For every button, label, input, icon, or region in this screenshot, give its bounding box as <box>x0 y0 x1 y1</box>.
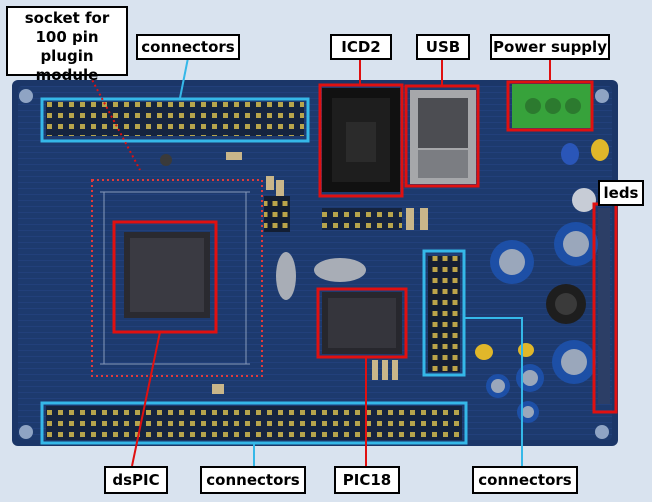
label-connectors-right: connectors <box>472 466 578 494</box>
transistor <box>160 154 172 166</box>
small-components <box>212 152 428 394</box>
label-leds: leds <box>598 180 644 206</box>
highlight-pic18 <box>316 287 408 359</box>
bottom-header-pins <box>46 406 462 440</box>
top-header-pins <box>46 102 304 136</box>
highlight-connectors-top <box>40 97 310 143</box>
socket-leads <box>100 191 250 365</box>
crystal <box>276 252 296 300</box>
label-connectors-bottom: connectors <box>200 466 306 494</box>
leader-dspic <box>131 331 161 467</box>
highlight-dspic <box>112 220 218 334</box>
icd2-connector-icon <box>322 88 400 192</box>
label-dspic: dsPIC <box>104 466 168 494</box>
usb-connector-icon <box>410 90 476 184</box>
leader-connectors-right <box>464 317 523 466</box>
label-usb: USB <box>416 34 470 60</box>
capacitor-icon <box>486 188 598 423</box>
right-header-pins <box>428 256 460 372</box>
leader-connectors-top <box>179 57 189 99</box>
label-connectors-top: connectors <box>136 34 240 60</box>
small-header-pins-2 <box>264 196 290 232</box>
highlight-connectors-right <box>422 249 466 377</box>
blue-capacitor <box>561 143 579 165</box>
leds-strip <box>598 208 610 404</box>
small-header-pins <box>322 208 402 230</box>
dspic-chip-icon <box>124 232 210 318</box>
label-pic18: PIC18 <box>334 466 400 494</box>
pic18-chip-icon <box>322 292 402 354</box>
socket-outline <box>91 179 263 377</box>
crystal-2 <box>314 258 366 282</box>
terminal-block-icon <box>512 84 592 128</box>
label-socket: socket for 100 pin plugin module <box>6 6 128 84</box>
label-icd2: ICD2 <box>330 34 392 60</box>
label-power-supply: Power supply <box>490 34 610 60</box>
